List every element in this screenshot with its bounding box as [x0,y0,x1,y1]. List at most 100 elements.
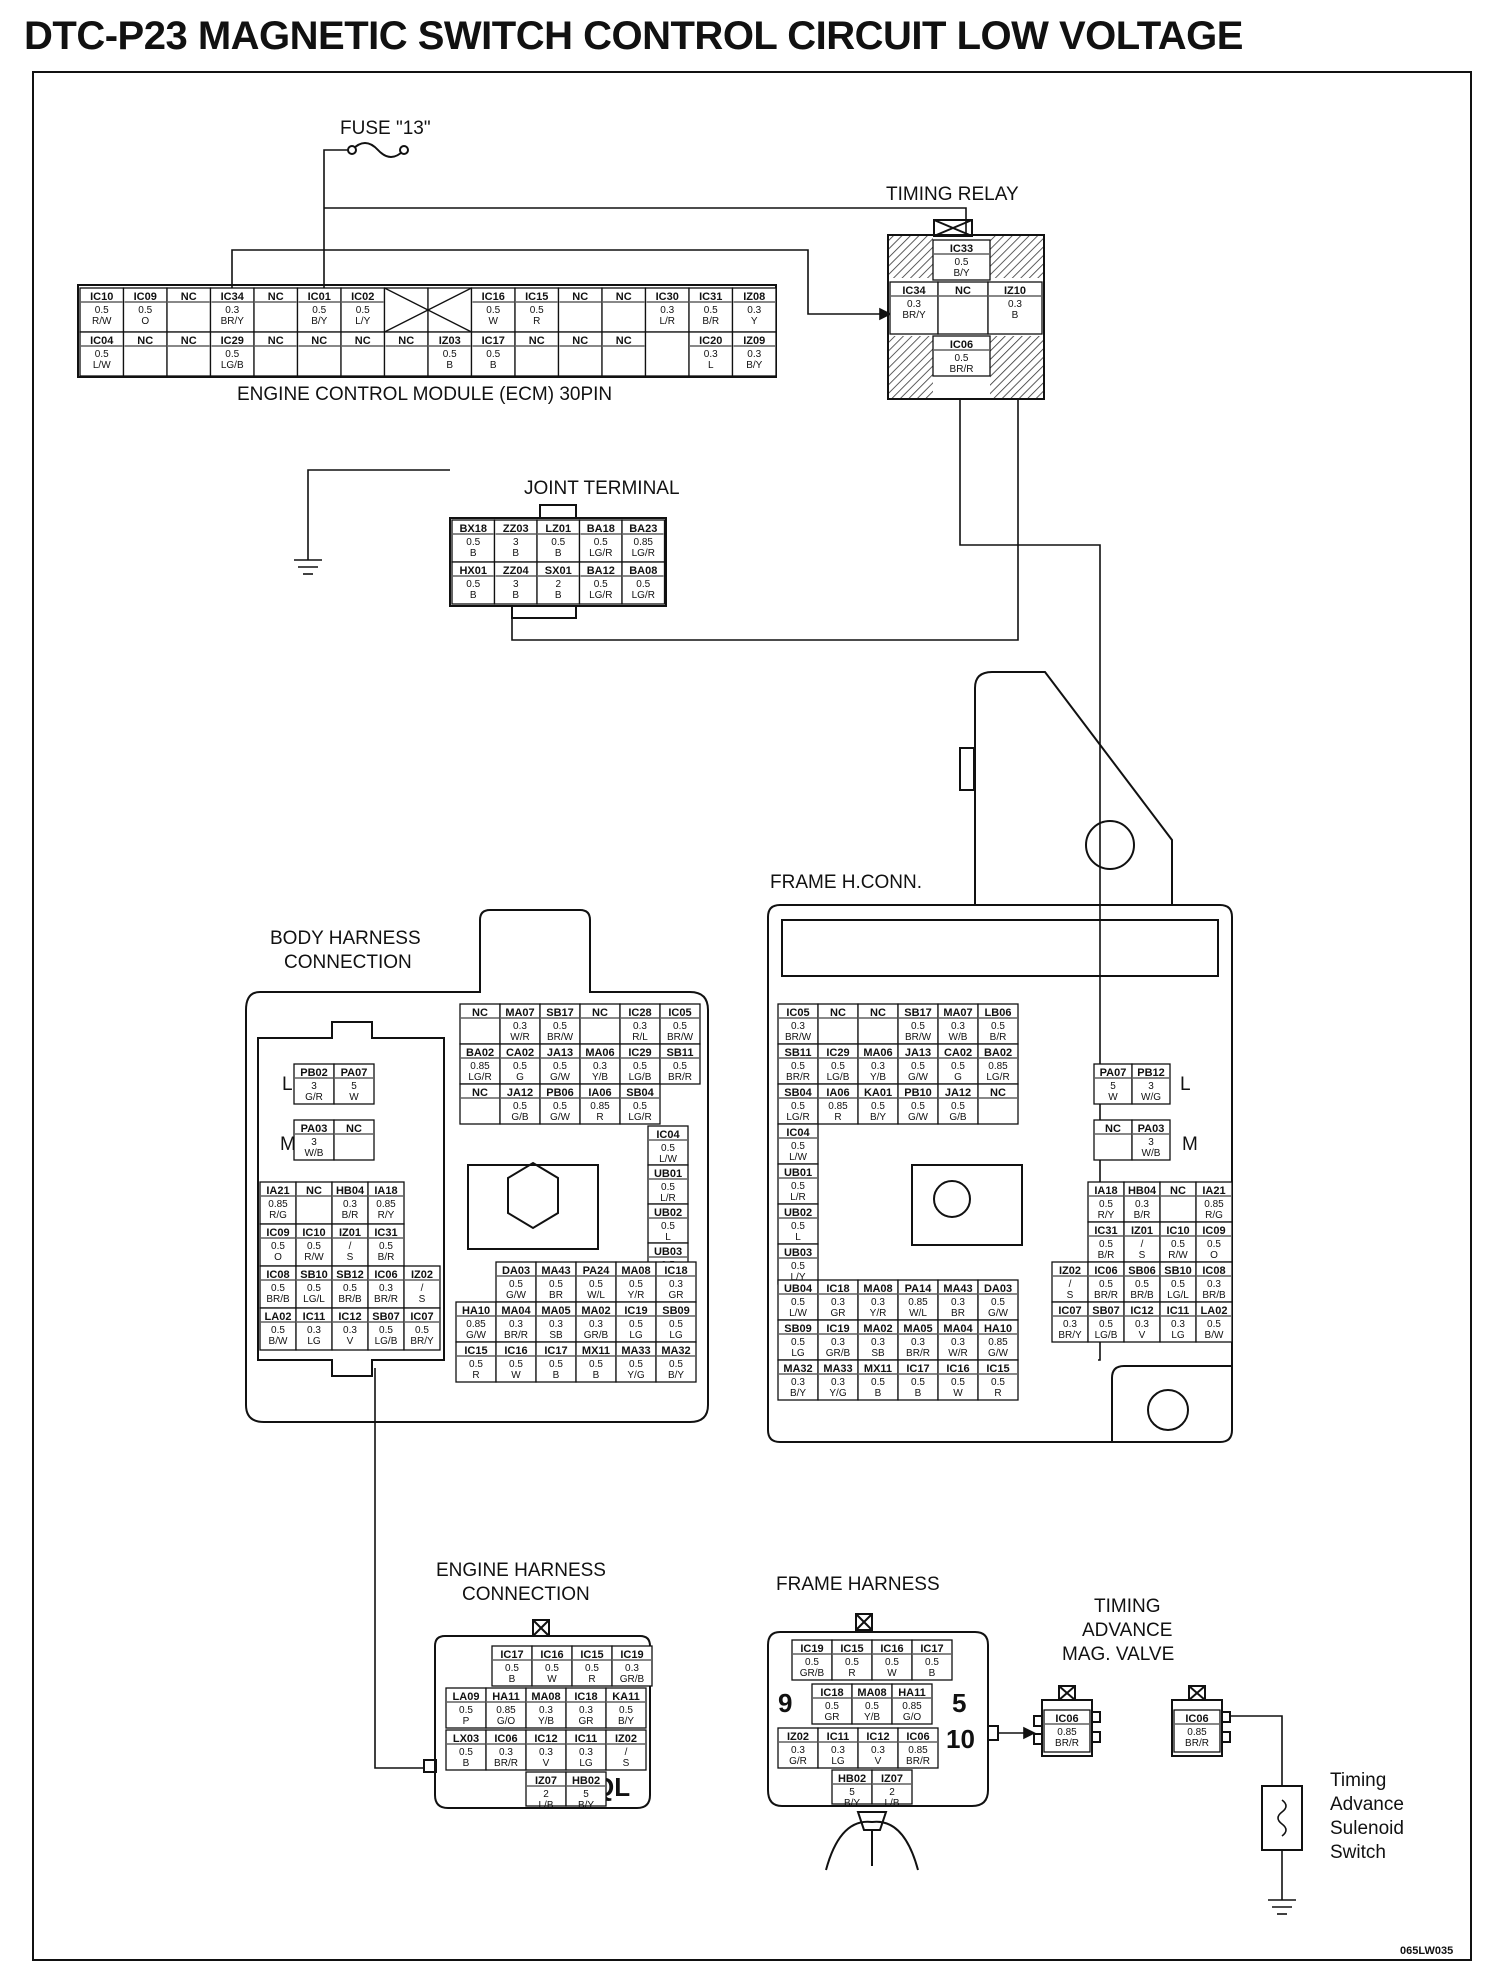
svg-text:0.5: 0.5 [636,579,650,590]
svg-text:IZ07: IZ07 [881,1773,903,1785]
frame-hconn-bolt [933,1180,971,1218]
svg-text:0.3: 0.3 [747,305,761,316]
svg-text:SB07: SB07 [1092,1305,1120,1317]
svg-text:UB04: UB04 [784,1283,813,1295]
svg-text:IC15: IC15 [840,1643,863,1655]
svg-text:L: L [665,1232,671,1243]
svg-text:ZZ04: ZZ04 [503,565,530,577]
svg-text:0.5: 0.5 [669,1319,683,1330]
svg-text:L/B: L/B [884,1798,899,1809]
body-harness-inner-frame [257,1021,445,1377]
svg-text:R/L: R/L [632,1032,648,1043]
svg-text:0.5: 0.5 [553,1101,567,1112]
svg-text:LA09: LA09 [453,1691,480,1703]
timing-advance-label-1: TIMING [1094,1596,1161,1617]
svg-text:0.5: 0.5 [633,1061,647,1072]
svg-text:0.5: 0.5 [669,1359,683,1370]
svg-text:NC: NC [616,335,632,347]
svg-text:R/W: R/W [304,1252,324,1263]
wire-ecm-to-relay-ic33 [324,207,967,236]
frame-harness-clip [825,1820,919,1871]
svg-text:0.5: 0.5 [379,1325,393,1336]
svg-text:0.5: 0.5 [459,1705,473,1716]
svg-text:0.3: 0.3 [871,1745,885,1756]
svg-text:BX18: BX18 [459,523,487,535]
svg-text:LG/B: LG/B [827,1072,850,1083]
svg-text:IC29: IC29 [221,335,244,347]
svg-text:GR/B: GR/B [620,1674,645,1685]
svg-text:W/G: W/G [1141,1092,1161,1103]
svg-text:IC31: IC31 [699,291,722,303]
timing-advance-label-3: MAG. VALVE [1062,1644,1174,1665]
svg-text:IC12: IC12 [338,1311,361,1323]
ecm-pin-r1c5: NC [296,331,342,377]
svg-text:LG: LG [831,1756,845,1767]
svg-text:/: / [1141,1239,1144,1250]
svg-text:LG/B: LG/B [1095,1330,1118,1341]
svg-text:BR/R: BR/R [786,1072,810,1083]
svg-text:0.5: 0.5 [911,1021,925,1032]
svg-text:IA21: IA21 [1202,1185,1225,1197]
svg-text:IC15: IC15 [464,1345,487,1357]
svg-text:Y/B: Y/B [592,1072,608,1083]
svg-text:PA07: PA07 [1100,1067,1127,1079]
svg-text:IC16: IC16 [946,1363,969,1375]
svg-text:BR: BR [951,1308,965,1319]
svg-text:IC12: IC12 [534,1733,557,1745]
svg-text:W/L: W/L [587,1290,605,1301]
svg-text:IC19: IC19 [826,1323,849,1335]
svg-text:0.5: 0.5 [513,1101,527,1112]
svg-text:0.5: 0.5 [791,1261,805,1272]
svg-text:0.3: 0.3 [1135,1199,1149,1210]
svg-text:IC19: IC19 [800,1643,823,1655]
svg-text:B/R: B/R [990,1032,1007,1043]
svg-text:IA06: IA06 [588,1087,611,1099]
svg-text:0.85: 0.85 [470,1061,490,1072]
body-harness-label-2: CONNECTION [284,952,412,973]
svg-text:SB10: SB10 [1164,1265,1192,1277]
svg-text:G/R: G/R [789,1756,807,1767]
svg-text:BR: BR [549,1290,563,1301]
engine-harness-label-2: CONNECTION [462,1584,590,1605]
svg-text:0.5: 0.5 [312,305,326,316]
page-title: DTC-P23 MAGNETIC SWITCH CONTROL CIRCUIT … [24,14,1243,58]
svg-text:0.5: 0.5 [865,1701,879,1712]
svg-text:BR/R: BR/R [1094,1290,1118,1301]
svg-text:HA10: HA10 [462,1305,490,1317]
svg-text:IC04: IC04 [656,1129,680,1141]
svg-text:HB04: HB04 [1128,1185,1157,1197]
svg-text:IZ10: IZ10 [1004,285,1026,297]
wire-ground-joint [307,469,450,560]
svg-text:0.5: 0.5 [951,1101,965,1112]
svg-text:R/W: R/W [1168,1250,1188,1261]
svg-text:0.5: 0.5 [661,1182,675,1193]
svg-text:0.85: 0.85 [634,537,654,548]
svg-text:NC: NC [181,335,197,347]
svg-text:NC: NC [529,335,545,347]
svg-text:0.5: 0.5 [307,1241,321,1252]
svg-text:0.5: 0.5 [415,1325,429,1336]
frame-m-pin-r0c0: NC [1093,1119,1133,1161]
svg-text:W: W [887,1668,897,1679]
